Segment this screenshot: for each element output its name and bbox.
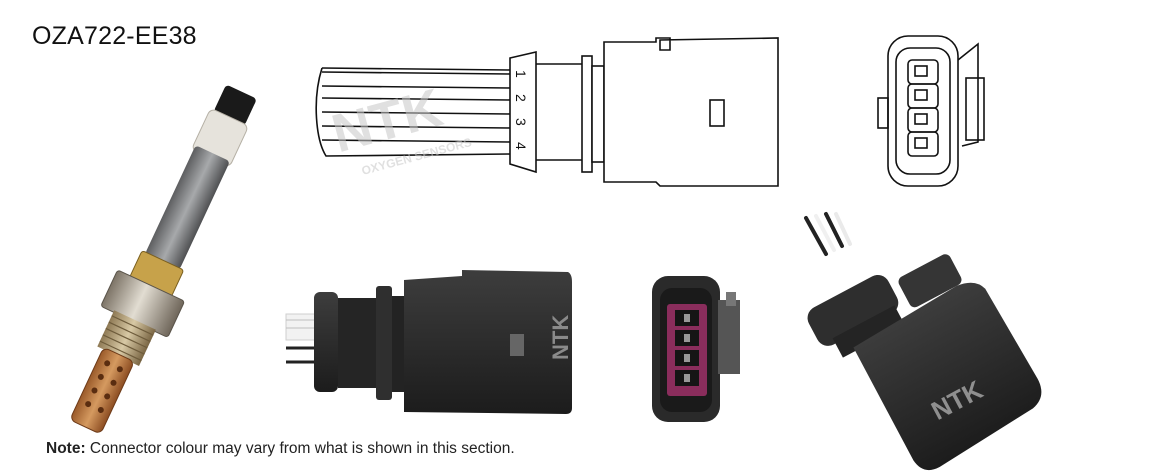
colour-note: Note: Connector colour may vary from wha… [46,440,515,458]
pin-label-1: 1 [513,70,529,78]
note-label: Note: [46,440,86,457]
pin-label-3: 3 [513,118,529,126]
pin-label-4: 4 [513,142,529,150]
connector-side-drawing [315,37,779,187]
connector-front-photo [652,276,740,422]
ntk-mark-side: NTK [548,315,573,360]
connector-angled-photo: NTK [804,212,1042,471]
pin-label-2: 2 [513,94,529,102]
oxygen-sensor-image [71,85,256,433]
connector-front-drawing [877,35,985,187]
part-number-title: OZA722-EE38 [32,22,197,50]
connector-side-photo: NTK [285,270,573,414]
note-text: Connector colour may vary from what is s… [89,440,515,457]
